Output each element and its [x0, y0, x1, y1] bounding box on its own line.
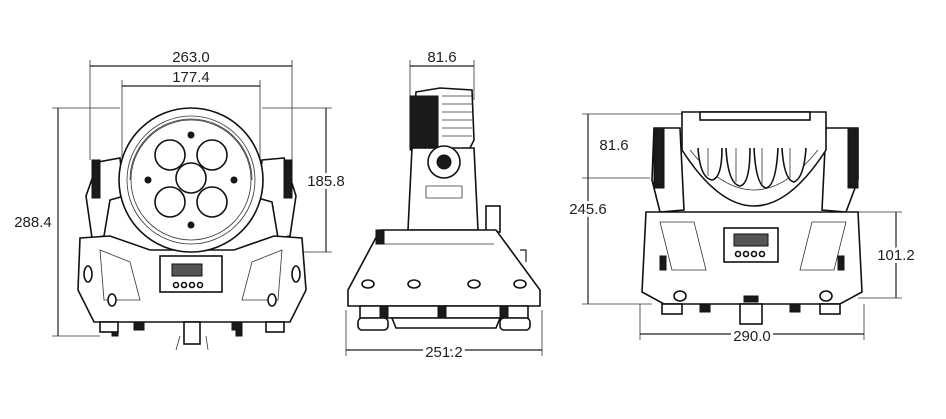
back-heatsink: [689, 147, 819, 191]
front-lens-label: 177.4: [172, 69, 210, 86]
front-view: 263.0 177.4 288.4 185.8: [14, 49, 348, 351]
side-view: 81.6 251.2: [345, 49, 543, 364]
front-height-label: 288.4: [14, 214, 52, 231]
front-dimensions: 263.0 177.4 288.4 185.8: [14, 49, 348, 337]
back-head-depth-label: 81.6: [599, 137, 628, 154]
back-base-height-label: 101.2: [877, 247, 915, 264]
side-base-label: 251.2: [425, 344, 463, 361]
back-width-label: 290.0: [733, 328, 771, 345]
front-lenses: [144, 131, 238, 229]
front-head-label: 185.8: [307, 173, 345, 190]
side-dimensions: 81.6 251.2: [345, 49, 543, 364]
side-depth-label: 81.6: [427, 49, 456, 66]
back-dimensions: 81.6 245.6 101.2 290.0: [566, 113, 918, 348]
back-view: 81.6 245.6 101.2 290.0: [566, 111, 918, 348]
front-width-label: 263.0: [172, 49, 210, 66]
back-height-label: 245.6: [569, 201, 607, 218]
